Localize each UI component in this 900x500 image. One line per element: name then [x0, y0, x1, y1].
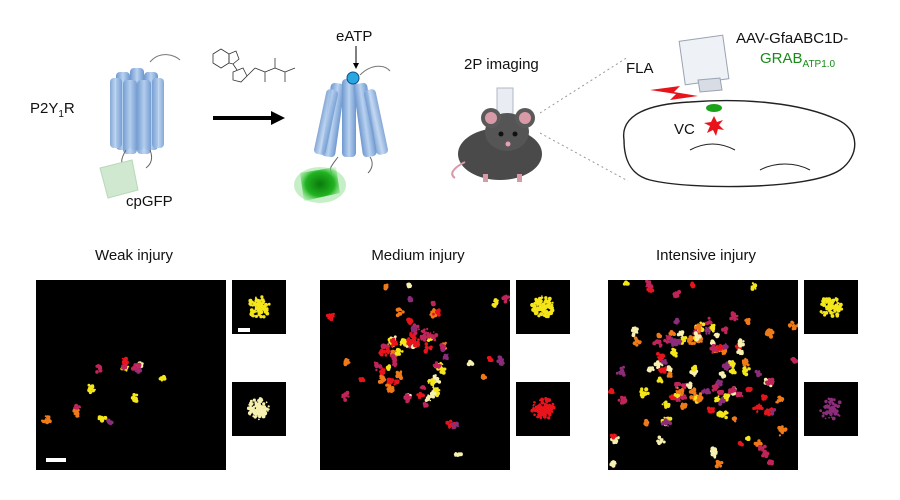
brain-illustration: [623, 34, 856, 188]
intensive-injury-inset-bottom: [804, 382, 858, 436]
medium-injury-inset-bottom: [516, 382, 570, 436]
cpgfp-label: cpGFP: [126, 193, 173, 210]
zoom-lines: [540, 56, 629, 182]
laser-label: FLA: [626, 60, 654, 77]
receptor-label: P2Y1R: [30, 100, 75, 120]
mouse-illustration: [451, 87, 542, 182]
atp-molecule-structure: [212, 48, 296, 83]
weak-injury-inset-bottom: [232, 382, 286, 436]
receptor-active-illustration: [294, 65, 391, 203]
virus-label: AAV-GfaABC1D-: [736, 30, 849, 47]
receptor-inactive-illustration: [99, 54, 181, 199]
panel-title-weak: Weak injury: [94, 247, 174, 264]
panel-title-medium: Medium injury: [371, 247, 465, 264]
weak-injury-image: [36, 280, 226, 470]
eatp-pointer: [353, 46, 359, 69]
intensive-injury-inset-top: [804, 280, 858, 334]
medium-injury-inset-top: [516, 280, 570, 334]
eatp-label: eATP: [336, 28, 373, 45]
sensor-label: GRABATP1.0: [760, 50, 836, 70]
panel-title-intensive: Intensive injury: [655, 247, 757, 264]
weak-injury-inset-top: [232, 280, 286, 334]
imaging-label: 2P imaging: [464, 56, 539, 73]
intensive-injury-image: [608, 280, 798, 470]
eatp-ligand-icon: [346, 71, 360, 85]
medium-injury-image: [320, 280, 510, 470]
activation-arrow: [213, 111, 285, 125]
region-label: VC: [674, 121, 695, 138]
